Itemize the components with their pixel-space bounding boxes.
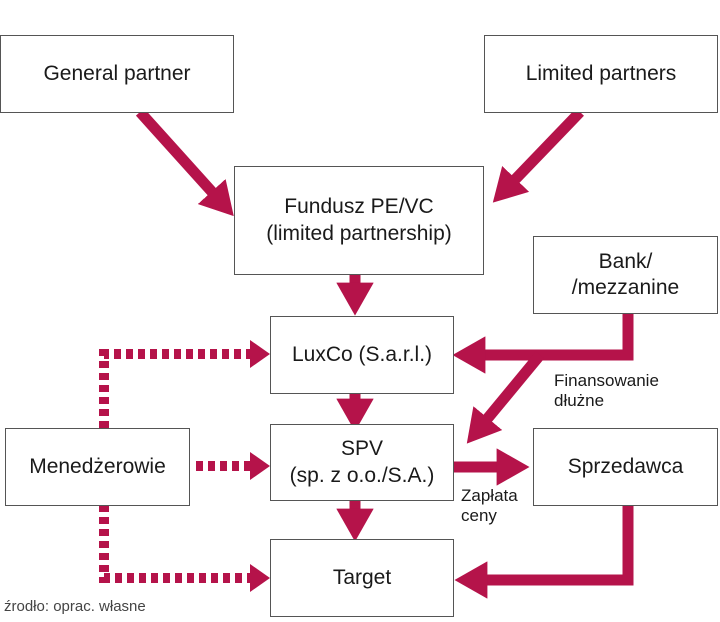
label-line1: Zapłata [461,486,518,505]
dotted-arrowhead-luxco [250,340,270,368]
label-line1: Finansowanie [554,371,659,390]
node-spv: SPV (sp. z o.o./S.A.) [270,424,454,501]
node-label-line1: SPV [340,437,384,461]
node-limited-partners: Limited partners [484,35,718,113]
dotted-arrowhead-target [250,564,270,592]
label-line2: ceny [461,505,497,525]
node-seller: Sprzedawca [533,428,718,506]
node-label: Target [332,565,392,589]
node-label: Limited partners [525,61,677,85]
node-general-partner: General partner [0,35,234,113]
node-label: Menedżerowie [29,454,166,478]
node-label-line2: /mezzanine [571,276,680,299]
node-label: LuxCo (S.a.r.l.) [291,342,433,366]
arrow-lp-to-fund [492,108,584,203]
node-managers: Menedżerowie [5,428,190,506]
node-luxco: LuxCo (S.a.r.l.) [270,316,454,394]
node-label-line2: (sp. z o.o./S.A.) [289,463,435,487]
node-fund: Fundusz PE/VC (limited partnership) [234,166,484,275]
label-price-payment: Zapłata ceny [461,486,518,525]
dotted-managers-to-target [99,505,252,583]
arrow-bank-to-luxco [452,313,634,374]
source-note: źrodło: oprac. własne [4,598,146,615]
label-debt-financing: Finansowanie dłużne [554,371,659,410]
arrow-seller-to-target [454,504,634,599]
label-line2: dłużne [554,390,605,410]
arrow-bank-to-spv [466,351,545,444]
dotted-managers-to-luxco [99,349,252,428]
arrow-gp-to-fund [135,108,234,217]
node-label-line2: (limited partnership) [266,221,452,245]
node-label: General partner [43,61,191,85]
node-label-line1: Fundusz PE/VC [284,195,434,219]
node-label-line1: Bank/ [598,249,653,273]
node-label: Sprzedawca [567,454,684,478]
dotted-arrowhead-spv [250,452,270,480]
node-target: Target [270,539,454,617]
node-bank: Bank/ /mezzanine [533,236,718,314]
